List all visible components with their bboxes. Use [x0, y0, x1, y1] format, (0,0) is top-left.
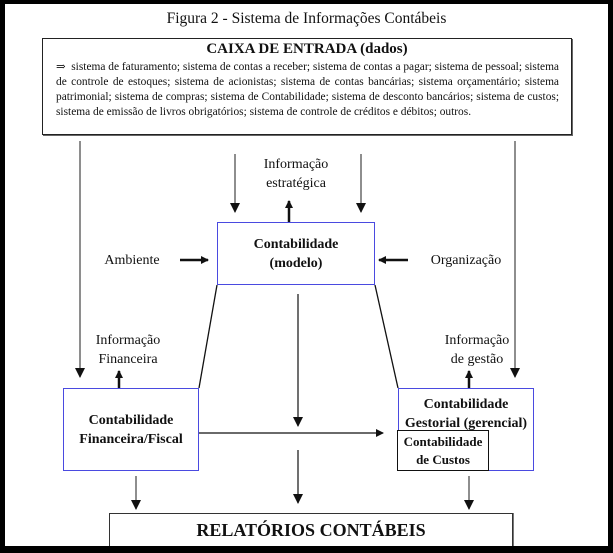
strategic-info-label: Informação estratégica [241, 155, 351, 193]
financial-box-line2: Financeira/Fiscal [79, 431, 183, 447]
financial-info-label: Informação Financeira [83, 331, 173, 369]
figure-title: Figura 2 - Sistema de Informações Contáb… [166, 10, 447, 27]
management-info-line1: Informação [444, 333, 510, 348]
link-model-to-managerial [374, 284, 399, 389]
input-box: CAIXA DE ENTRADA (dados) ⇒ sistema de fa… [42, 38, 572, 135]
cost-box-line2: de Custos [416, 452, 470, 467]
environment-label: Ambiente [104, 253, 160, 268]
management-info-line2: de gestão [450, 352, 504, 367]
link-model-to-financial [198, 284, 218, 389]
input-box-title: CAIXA DE ENTRADA (dados) [206, 41, 408, 57]
model-box-line1: Contabilidade [253, 236, 339, 252]
managerial-box-line2: Gestorial (gerencial) [404, 416, 528, 431]
accounting-reports-box: RELATÓRIOS CONTÁBEIS [109, 513, 513, 546]
financial-box-line1: Contabilidade [88, 412, 174, 428]
connector-layer [75, 141, 520, 510]
model-accounting-box: Contabilidade (modelo) [217, 222, 375, 285]
strategic-info-line1: Informação [263, 157, 329, 172]
managerial-box-line1: Contabilidade [423, 397, 509, 412]
strategic-info-line2: estratégica [266, 176, 326, 191]
financial-accounting-box: Contabilidade Financeira/Fiscal [63, 388, 199, 471]
financial-info-line2: Financeira [98, 352, 158, 367]
financial-info-line1: Informação [95, 333, 161, 348]
diagram-canvas: Figura 2 - Sistema de Informações Contáb… [5, 4, 608, 546]
implies-arrow-icon: ⇒ [56, 61, 66, 73]
cost-box-line1: Contabilidade [403, 434, 483, 449]
input-box-text: ⇒ sistema de faturamento; sistema de con… [56, 60, 559, 120]
management-info-label: Informação de gestão [432, 331, 522, 369]
model-box-line2: (modelo) [269, 255, 323, 271]
input-systems-list: sistema de faturamento; sistema de conta… [56, 61, 559, 118]
organization-label: Organização [430, 253, 502, 268]
cost-accounting-box: Contabilidade de Custos [397, 430, 489, 471]
